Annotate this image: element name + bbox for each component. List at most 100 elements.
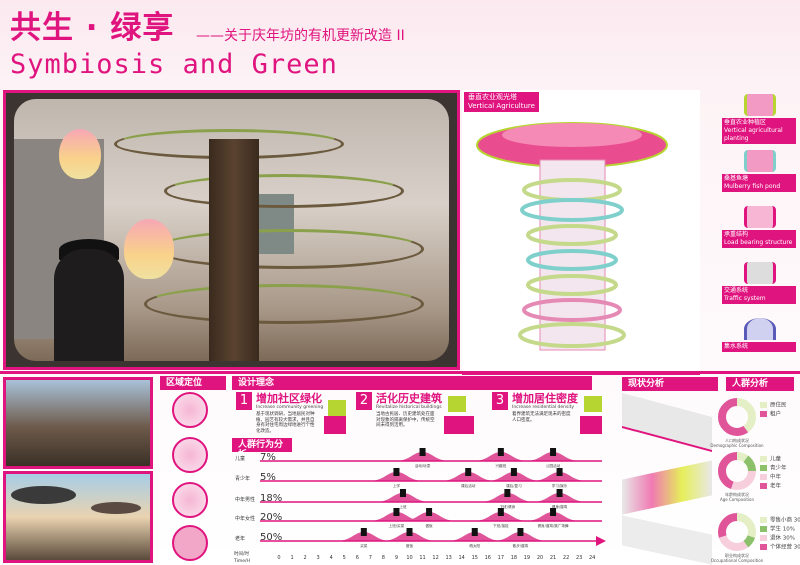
row-label: 中年男性 [235,496,255,503]
hour-tick-label: 12 [432,555,438,561]
hour-tick-label: 13 [445,555,451,561]
concept-number: 3 [492,392,508,410]
caption-cn: 职业构成状况 [725,553,749,558]
donut-chart [718,398,756,436]
legend-label: 学生 10% [770,526,795,533]
legend-label: 儿童 [770,456,782,463]
legend-swatch [760,517,767,523]
activity-label: 课后活动 [461,483,476,488]
activity-peak [446,532,503,541]
hour-tick-label: 2 [304,555,307,561]
region-header: 区域定位 [160,376,226,390]
activity-label: 活动/玩耍 [415,463,431,468]
legend-swatch [760,535,767,541]
donut-slice [718,452,756,490]
activity-label: 健身/遛弯/跳广场舞 [537,523,569,528]
component-label-cn: 交通系统 [724,287,749,294]
axis-label-cn: 时间/时 [234,550,250,557]
activity-peak [525,452,582,461]
activity-peak [440,472,497,481]
legend-item: 退休 30% [760,535,795,543]
pink-cube-icon [444,416,474,434]
component-illustration [744,262,776,284]
legend-item: 青少年 [760,465,787,473]
legend-label: 退休 30% [770,535,795,542]
activity-label: 买菜 [360,543,368,548]
concept-description: 着界建筑无法满足现未的密度人口密度。 [512,412,571,423]
render-photo-interior [3,377,153,469]
poster-subtitle: ——关于庆年坊的有机更新改造 II [196,28,405,44]
activity-peak [374,493,431,502]
legend-item: 老年 [760,483,781,491]
map-china [172,392,208,428]
man-silhouette [54,249,124,361]
activity-label: 下班/接娃 [493,523,509,528]
legend-item: 儿童 [760,456,781,464]
green-cube-icon [584,396,602,412]
row-percent: 7% [260,452,276,463]
component-label-cn: 桑基鱼塘 [724,175,749,182]
donut-slice [718,452,756,490]
vertical-agriculture-label: 垂直农业观光塔 Vertical Agriculture [464,92,539,112]
person-icon [556,489,563,497]
component-label-cn: 垂直农业种植区 [724,119,767,126]
person-icon [550,448,557,456]
activity-label: 学习/娱乐 [552,483,568,488]
person-icon [393,508,400,516]
hour-tick-label: 5 [343,555,346,561]
activity-peak [531,493,588,502]
concept-subtitle: Revitalize historical buildings [376,405,442,410]
hour-tick-label: 16 [485,555,491,561]
legend-swatch [760,456,767,462]
concept-header: 设计理念 [232,376,592,390]
caption-cn: 人口构成状况 [725,438,749,443]
concept-subtitle: Increase community greening [256,405,324,410]
hour-tick-label: 8 [382,555,385,561]
person-icon [497,508,504,516]
concept-number: 2 [356,392,372,410]
hour-tick-label: 3 [317,555,320,561]
tower-diagram [476,122,668,351]
green-cube-icon [448,396,466,412]
hour-tick-label: 15 [472,555,478,561]
person-icon [465,468,472,476]
main-render-image [3,90,460,370]
person-icon [393,468,400,476]
legend-swatch [760,402,767,408]
row-label: 儿童 [235,455,245,462]
caption-en: Age Composition [720,497,754,502]
person-icon [426,508,433,516]
hour-tick-label: 7 [369,555,372,561]
legend-swatch [760,483,767,489]
poster-title-cn: 共生 · 绿享 [10,10,175,46]
component-label-cn: 集水系统 [724,343,749,350]
hour-tick-label: 10 [406,555,412,561]
activity-peak [472,452,529,461]
hour-tick-label: 9 [395,555,398,561]
concept-title: 活化历史建筑 [376,392,442,405]
poster-title-en: Symbiosis and Green [10,49,338,80]
activity-peak [381,532,438,541]
donut-slice [718,513,756,551]
crowd-header: 人群分析 [726,377,794,391]
caption-en: Demographic Composition [710,443,764,448]
hour-tick-label: 22 [563,555,569,561]
activity-label: 晒太阳 [469,543,480,548]
activity-peak [401,512,458,521]
component-illustration [744,206,776,228]
concept-number: 1 [236,392,252,410]
legend-item: 个体经营 30% [760,544,800,552]
render-photo-exterior [3,471,153,563]
hour-tick-label: 24 [589,555,595,561]
row-label: 中年女性 [235,515,255,522]
